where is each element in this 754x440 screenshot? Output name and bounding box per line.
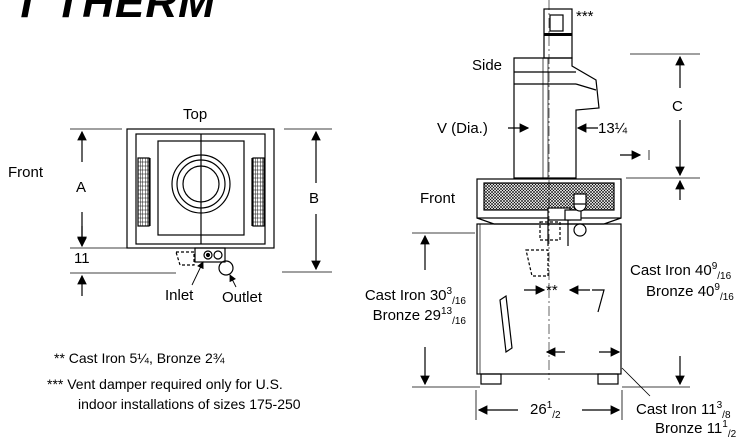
side-view-title: Side bbox=[472, 57, 503, 74]
dimension-double-star: ** bbox=[546, 282, 558, 299]
draft-hood bbox=[513, 57, 600, 179]
bottom-bronze: Bronze 111/2 bbox=[655, 419, 737, 440]
width-26-label: 261/2 bbox=[530, 400, 561, 421]
bottom-cast-iron-value: Cast Iron 11 bbox=[636, 401, 717, 418]
top-view-front-label: Front bbox=[8, 164, 44, 181]
right-height-cast-iron-value: Cast Iron 40 bbox=[630, 262, 712, 279]
top-view-grille-left bbox=[137, 157, 150, 227]
left-height-bronze-sub: /16 bbox=[452, 316, 466, 327]
top-view-title: Top bbox=[183, 106, 208, 123]
bottom-cast-iron-sub: /8 bbox=[722, 410, 731, 421]
left-height-cast-iron-sup: 3 bbox=[446, 286, 453, 297]
right-height-bronze: Bronze 409/16 bbox=[646, 282, 734, 303]
brand-title: ’T THERM bbox=[0, 0, 216, 27]
right-height-bronze-sub: /16 bbox=[719, 292, 734, 303]
bottom-bronze-sup: 1 bbox=[722, 419, 728, 430]
right-height-bronze-sup: 9 bbox=[714, 282, 720, 293]
note-triple-star-line1: *** Vent damper required only for U.S. bbox=[47, 376, 283, 392]
dimension-c-label: C bbox=[672, 98, 683, 115]
right-height-bronze-value: Bronze 40 bbox=[646, 283, 715, 300]
side-view-front-label: Front bbox=[420, 190, 456, 207]
left-height-bronze: Bronze 2913/16 bbox=[330, 306, 466, 327]
top-view-grille-right bbox=[252, 157, 265, 227]
note-double-star: ** Cast Iron 5¼, Bronze 2¾ bbox=[54, 350, 225, 366]
top-view bbox=[70, 128, 332, 296]
left-height-cast-iron-value: Cast Iron 30 bbox=[364, 287, 447, 304]
dimension-11-label: 11 bbox=[74, 250, 90, 267]
left-height-cast-iron: Cast Iron 303/16 bbox=[330, 286, 466, 307]
bottom-bronze-value: Bronze 11 bbox=[655, 420, 723, 437]
width-26-sup: 1 bbox=[546, 400, 553, 411]
right-height-cast-iron-sup: 9 bbox=[711, 261, 718, 272]
left-height-cast-iron-sub: /16 bbox=[452, 296, 466, 307]
outlet-label: Outlet bbox=[222, 289, 263, 306]
width-26-value: 26 bbox=[530, 401, 547, 418]
dimension-b-label: B bbox=[309, 190, 320, 207]
bottom-bronze-sub: /2 bbox=[727, 429, 737, 440]
left-height-bronze-sup: 13 bbox=[440, 306, 453, 317]
v-dia-label: V (Dia.) bbox=[437, 120, 488, 137]
side-view bbox=[412, 0, 700, 420]
outlet-fitting bbox=[218, 260, 234, 276]
width-26-sub: /2 bbox=[552, 410, 561, 421]
right-height-cast-iron: Cast Iron 409/16 bbox=[630, 261, 732, 282]
inlet-label: Inlet bbox=[165, 287, 194, 304]
right-height-cast-iron-sub: /16 bbox=[717, 271, 732, 282]
bottom-cast-iron-sup: 3 bbox=[716, 400, 723, 411]
bottom-cast-iron: Cast Iron 113/8 bbox=[636, 400, 731, 421]
vent-damper-mark: *** bbox=[576, 8, 594, 25]
left-height-bronze-value: Bronze 29 bbox=[372, 307, 441, 324]
note-triple-star-line2: indoor installations of sizes 175-250 bbox=[78, 396, 301, 412]
dimension-13-label: 13¼ bbox=[598, 120, 628, 137]
dimension-a-label: A bbox=[76, 179, 87, 196]
